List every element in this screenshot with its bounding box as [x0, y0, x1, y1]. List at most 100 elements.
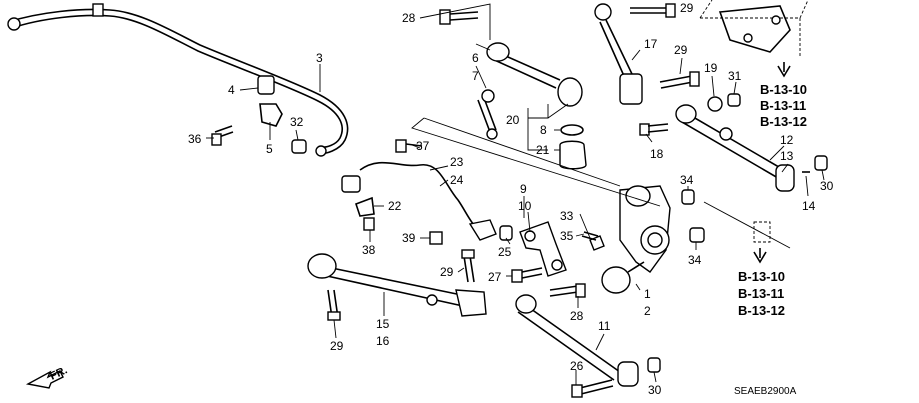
- ref-top-3: B-13-12: [760, 114, 807, 129]
- callout-23: 23: [450, 155, 464, 169]
- leader-31: [733, 81, 737, 95]
- bolt-29-top: [630, 7, 670, 14]
- leader-knuckle-reference: [411, 117, 661, 207]
- stabilizer-end-left: [7, 17, 21, 31]
- bolt-29-top-head: [665, 3, 676, 18]
- leader-37: [411, 144, 421, 149]
- callout-16: 16: [376, 334, 390, 348]
- compensator-arm: [599, 19, 633, 77]
- leader-30-right: [821, 169, 825, 181]
- callout-38: 38: [362, 243, 376, 257]
- callout-1: 1: [644, 287, 651, 301]
- stabilizer-bar: [7, 8, 349, 155]
- abs-sensor: [468, 219, 497, 241]
- leader-23: [429, 165, 449, 171]
- leader-17: [631, 49, 641, 61]
- trailing-bracket-hole: [524, 230, 536, 242]
- leader-12: [769, 145, 785, 161]
- leader-29-right: [679, 57, 683, 75]
- lower-arm-c-end: [617, 361, 639, 387]
- arrow-down-icon-bottom: [753, 248, 767, 264]
- compensator-arm-lower: [619, 73, 643, 105]
- callout-34-lower: 34: [688, 253, 702, 267]
- knuckle-hub-inner: [647, 232, 663, 248]
- bolt-26-head: [571, 384, 583, 398]
- ref-bottom-2: B-13-11: [738, 286, 784, 301]
- leader-19: [711, 75, 715, 97]
- callout-11: 11: [598, 319, 611, 333]
- lower-arm-a: [317, 265, 477, 309]
- callout-30-right: 30: [820, 179, 834, 193]
- ref-top-2: B-13-11: [760, 98, 806, 113]
- leader-11: [595, 333, 605, 351]
- callout-37: 37: [416, 139, 430, 153]
- callout-5: 5: [266, 142, 273, 156]
- nut-30-bottom: [647, 357, 661, 373]
- callout-3: 3: [316, 51, 323, 65]
- callout-12: 12: [780, 133, 794, 147]
- callout-31: 31: [728, 69, 742, 83]
- bolt-39-head: [429, 231, 443, 245]
- upper-arm-bushing: [486, 42, 510, 62]
- leader-knuckle-right: [703, 201, 791, 249]
- bolt-27-head: [511, 269, 523, 283]
- washer-19: [707, 96, 723, 112]
- lower-arm-a-end: [455, 289, 487, 317]
- leader-13: [781, 163, 789, 173]
- nut-31: [727, 93, 741, 107]
- holder-bolt-head: [211, 133, 222, 146]
- leader-6: [475, 43, 491, 51]
- lower-arm-c: [517, 303, 621, 381]
- knuckle-lower-bushing: [601, 266, 631, 294]
- callout-28-mid: 28: [570, 309, 584, 323]
- callout-24: 24: [450, 173, 464, 187]
- leader-28: [419, 3, 491, 40]
- bolt-38: [363, 217, 375, 231]
- callout-26: 26: [570, 359, 584, 373]
- callout-27: 27: [488, 270, 502, 284]
- link-nut: [291, 139, 307, 154]
- leader-30-bottom: [653, 371, 657, 383]
- diagram-code: SEAEB2900A: [734, 386, 797, 397]
- bolt-26: [579, 379, 614, 395]
- stabilizer-clamp: [92, 3, 104, 17]
- leader-29-arm: [457, 267, 465, 273]
- leader-18: [645, 133, 653, 143]
- callout-15: 15: [376, 317, 390, 331]
- ref-bottom-1: B-13-10: [738, 269, 785, 284]
- callout-21: 21: [536, 143, 550, 157]
- leader-7: [475, 65, 487, 89]
- knuckle-arm: [627, 261, 645, 273]
- leader-35: [575, 233, 585, 237]
- leader-33: [579, 213, 591, 239]
- bolt-28-mid: [549, 285, 579, 297]
- leader-4: [239, 87, 259, 91]
- leader-20: [528, 103, 569, 119]
- callout-36: 36: [188, 132, 202, 146]
- callout-7: 7: [472, 69, 479, 83]
- callout-17: 17: [644, 37, 658, 51]
- bolt-29-bottom-head: [327, 311, 341, 321]
- leader-29-bottom: [333, 319, 337, 339]
- compensator-arm-top: [594, 3, 612, 21]
- leader-24: [439, 179, 449, 187]
- front-direction-arrow: FR.: [25, 364, 69, 389]
- bolt-18: [647, 123, 669, 133]
- bracket-reference-box: [699, 0, 809, 58]
- bolt-29-right: [659, 75, 694, 89]
- callout-22: 22: [388, 199, 402, 213]
- lower-arm-b-end: [775, 164, 795, 192]
- callout-18: 18: [650, 147, 664, 161]
- trailing-bracket-hole-2: [551, 259, 563, 271]
- bolt-18-head: [639, 123, 650, 136]
- callout-32: 32: [290, 115, 304, 129]
- callout-39: 39: [402, 231, 416, 245]
- lower-arm-a-bushing: [307, 253, 337, 279]
- callout-20: 20: [506, 113, 520, 127]
- callout-4: 4: [228, 83, 235, 97]
- callout-29-right: 29: [674, 43, 688, 57]
- arrow-down-icon: [777, 62, 791, 78]
- lower-arm-b-bushing: [675, 104, 697, 124]
